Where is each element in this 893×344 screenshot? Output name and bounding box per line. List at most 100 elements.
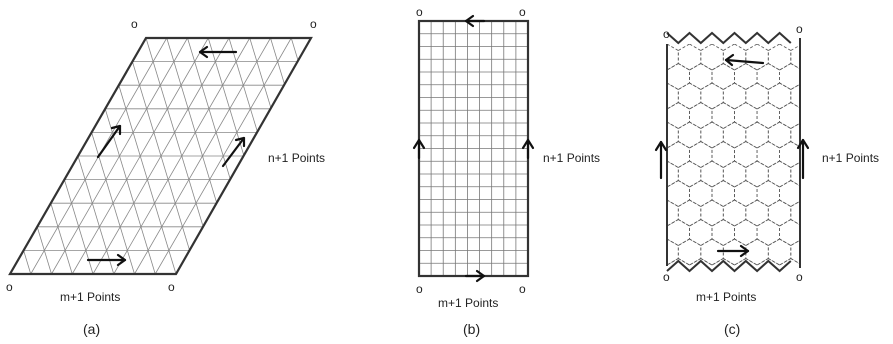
hex-cell bbox=[677, 199, 702, 227]
panel-b: o o o o n+1 Points m+1 Points (b) bbox=[412, 5, 600, 337]
panel-c-grid bbox=[667, 44, 825, 285]
hex-cell bbox=[711, 141, 735, 168]
hex-cell bbox=[689, 63, 713, 90]
hex-cell bbox=[802, 181, 825, 207]
lattice-line bbox=[124, 38, 198, 274]
hex-cell bbox=[667, 219, 690, 246]
panel-b-vertex-bottom-left: o bbox=[416, 282, 423, 296]
hex-cell bbox=[722, 199, 747, 227]
hex-cell bbox=[790, 122, 800, 148]
hex-cell bbox=[734, 141, 758, 168]
panel-c-vertex-bottom-right: o bbox=[796, 270, 803, 284]
hex-cell bbox=[779, 63, 800, 90]
hex-cell bbox=[722, 121, 747, 149]
hex-cell bbox=[790, 239, 800, 265]
panel-c-side-label: n+1 Points bbox=[822, 151, 879, 165]
panel-c: o o o o n+1 Points m+1 Points (c) bbox=[654, 22, 879, 337]
panel-b-vertex-top-left: o bbox=[416, 5, 423, 19]
hex-cell bbox=[700, 199, 724, 227]
hex-cell bbox=[802, 103, 825, 129]
hex-cell bbox=[677, 82, 702, 110]
hex-cell bbox=[767, 238, 792, 266]
hex-cell bbox=[745, 238, 769, 266]
hex-cell bbox=[756, 219, 780, 246]
hex-cell bbox=[667, 102, 690, 129]
hex-cell bbox=[667, 180, 690, 207]
hex-cell bbox=[711, 180, 735, 207]
panel-b-side-label: n+1 Points bbox=[543, 151, 600, 165]
hex-cell bbox=[700, 160, 724, 188]
hex-cell bbox=[689, 219, 713, 246]
hex-cell bbox=[711, 219, 735, 246]
hex-cell bbox=[756, 180, 780, 207]
hex-cell bbox=[722, 44, 747, 71]
panel-a-arrow-bottom bbox=[86, 253, 127, 267]
panel-c-bottom-label: m+1 Points bbox=[696, 290, 756, 304]
panel-a-bottom-label: m+1 Points bbox=[60, 290, 120, 304]
hex-cell bbox=[790, 200, 800, 226]
hex-cell bbox=[734, 63, 758, 90]
hex-cell bbox=[722, 82, 747, 110]
hex-cell bbox=[779, 141, 800, 168]
hex-cell bbox=[779, 219, 800, 246]
panel-a-arrow-top bbox=[198, 45, 238, 59]
panel-a-caption: (a) bbox=[83, 321, 100, 337]
panel-c-boundary-bottom bbox=[666, 259, 792, 273]
panel-a-vertex-bottom-left: o bbox=[6, 280, 13, 294]
lattice-line bbox=[10, 38, 73, 274]
hex-cell bbox=[667, 141, 690, 168]
hex-cell bbox=[779, 258, 800, 266]
hex-cell bbox=[767, 82, 792, 110]
lattice-line bbox=[10, 38, 52, 274]
hex-cell bbox=[667, 258, 690, 266]
panel-c-arrow-right bbox=[796, 138, 810, 180]
panel-b-caption: (b) bbox=[463, 321, 480, 337]
hex-cell bbox=[802, 259, 825, 285]
hex-cell bbox=[711, 102, 735, 129]
panel-b-arrow-bottom bbox=[464, 269, 486, 283]
panel-a-side-label: n+1 Points bbox=[268, 151, 325, 165]
panel-b-arrow-right bbox=[521, 138, 535, 160]
panel-c-arrow-left bbox=[654, 140, 668, 180]
panel-a-grid bbox=[10, 38, 311, 274]
hex-cell bbox=[700, 44, 724, 71]
hex-cell bbox=[767, 160, 792, 188]
hex-cell bbox=[779, 102, 800, 129]
hex-cell bbox=[734, 180, 758, 207]
panel-b-grid bbox=[419, 21, 528, 276]
hex-cell bbox=[734, 258, 758, 266]
panel-b-arrow-left bbox=[412, 138, 426, 160]
panel-a-arrow-right bbox=[221, 136, 246, 168]
hex-cell bbox=[790, 83, 800, 109]
hex-cell bbox=[722, 238, 747, 266]
panel-c-vertex-top-left: o bbox=[663, 27, 670, 41]
hex-cell bbox=[667, 63, 690, 90]
hex-cell bbox=[689, 141, 713, 168]
hex-cell bbox=[722, 160, 747, 188]
panel-a-boundary bbox=[8, 36, 313, 276]
hex-cell bbox=[745, 199, 769, 227]
hex-cell bbox=[711, 258, 735, 266]
panel-b-bottom-label: m+1 Points bbox=[438, 296, 498, 310]
hex-cell bbox=[689, 180, 713, 207]
panel-b-vertex-top-right: o bbox=[519, 5, 526, 19]
panel-b-arrow-top bbox=[464, 14, 486, 28]
hex-cell bbox=[756, 63, 780, 90]
panel-c-boundary-top bbox=[666, 31, 792, 45]
hex-cell bbox=[689, 102, 713, 129]
hex-cell bbox=[677, 238, 702, 266]
panel-c-caption: (c) bbox=[724, 321, 740, 337]
panel-c-vertex-bottom-left: o bbox=[663, 270, 670, 284]
panel-a-vertex-bottom-right: o bbox=[168, 280, 175, 294]
hex-cell bbox=[745, 121, 769, 149]
hex-cell bbox=[756, 102, 780, 129]
hex-cell bbox=[700, 238, 724, 266]
hex-cell bbox=[802, 220, 825, 246]
panel-b-vertex-bottom-right: o bbox=[519, 282, 526, 296]
hex-cell bbox=[745, 160, 769, 188]
lattice-line bbox=[10, 38, 11, 274]
hex-cell bbox=[790, 44, 800, 70]
hex-cell bbox=[756, 258, 780, 266]
panel-c-arrow-bottom bbox=[716, 244, 750, 258]
